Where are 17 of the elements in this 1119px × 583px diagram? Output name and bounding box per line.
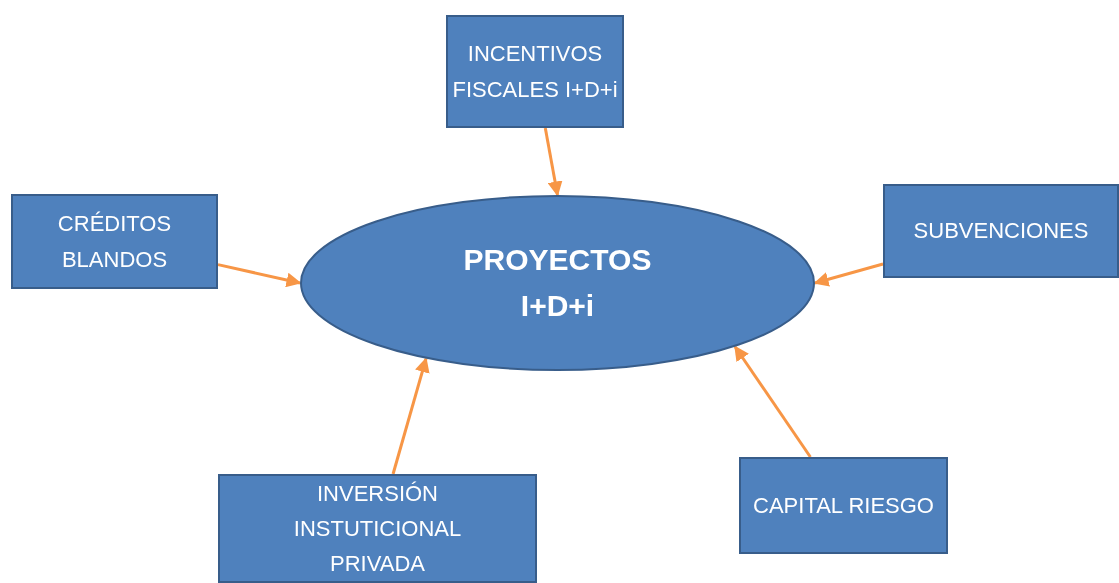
node-text: INCENTIVOS FISCALES I+D+i [451,40,619,104]
source-box [11,194,218,289]
arrow [217,263,302,288]
source-box [883,184,1119,278]
node-text: INVERSIÓN INSTUTICIONAL PRIVADA [292,479,463,579]
arrow [543,127,563,197]
source-box [446,15,624,128]
arrow [813,262,884,287]
arrow [391,357,430,475]
project-ellipse [300,195,815,371]
source-box [218,474,537,583]
node-text: CRÉDITOS BLANDOS [56,210,173,274]
node-text: SUBVENCIONES [913,217,1089,246]
node-text: PROYECTOS I+D+i [462,241,653,324]
arrow [733,345,812,458]
source-box [739,457,948,554]
node-text: CAPITAL RIESGO [753,491,934,520]
